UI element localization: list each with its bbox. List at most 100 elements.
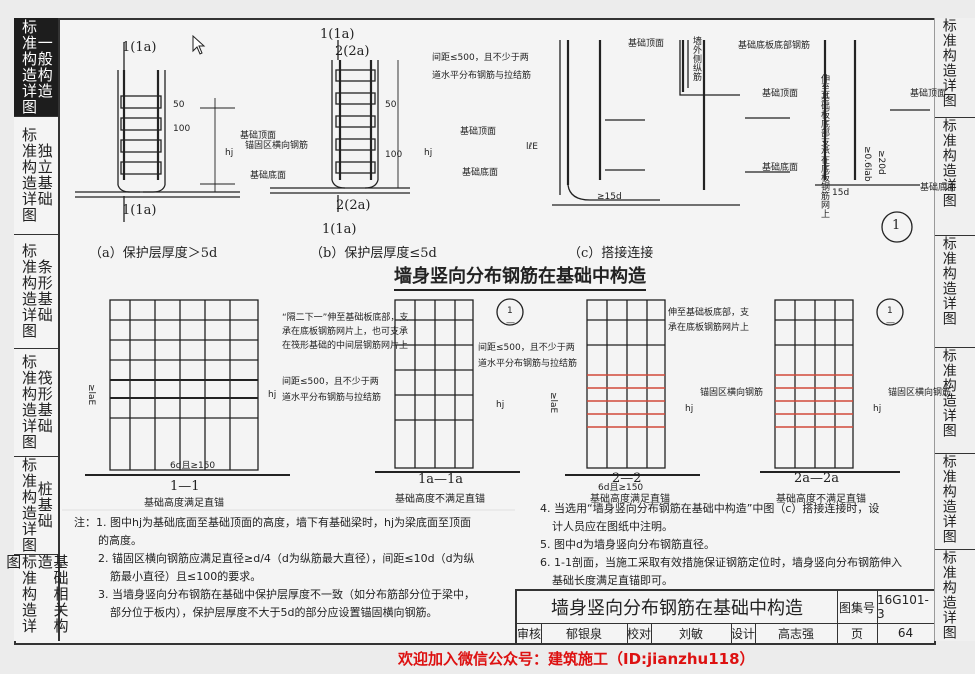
section-caption-2a: 基础高度不满足直锚 [776,494,866,505]
left-tab-general-sub: 标准构造详图 [20,19,38,115]
caption-a: （a）保护层厚度＞5d [89,246,218,261]
right-tab-2-label: 标准构造详图 [940,118,957,208]
left-tab-isolated-sub: 标准构造详图 [20,127,38,223]
caption-c: （c）搭接连接 [568,246,654,261]
section-caption-2: 基础高度满足直锚 [590,494,670,505]
right-tab-4[interactable]: 标准构造详图 [935,348,975,454]
dim-20d: ≥20d [876,150,886,175]
checker-name: 刘敏 [651,623,732,643]
note-extend-1: 伸至基础板底部，支 [668,308,750,318]
note-line-11: 基础长度满足直锚即可。 [552,574,673,587]
right-tab-3[interactable]: 标准构造详图 [935,236,975,348]
right-category-bar: 标准构造详图 标准构造详图 标准构造详图 标准构造详图 标准构造详图 标准构造详… [934,18,975,641]
footer-watermark: 欢迎加入微信公众号：建筑施工（ID:jianzhu118） [398,650,755,668]
title-block: 墙身竖向分布钢筋在基础中构造 图集号 16G101-3 审核 郁银泉 校对 刘敏… [515,589,934,643]
right-tab-5[interactable]: 标准构造详图 [935,454,975,550]
left-tab-strip-label: 条形基础 [35,259,54,323]
left-category-bar: 标准构造详图 一般构造 标准构造详图 独立基础 标准构造详图 条形基础 标准构造… [4,18,70,641]
sec-b-2-2a-top: 2(2a) [335,44,370,59]
left-tab-related[interactable]: 标准构造详图 基础相关构造 [4,554,69,641]
sec-b-2-2a-bottom: 2(2a) [336,198,371,213]
section-title-2a: 2a—2a [794,471,840,486]
label-found-top-c3: 基础顶面 [910,89,947,99]
atlas-label: 图集号 [837,591,878,624]
dim-50-a: 50 [173,100,185,110]
label-found-bottom-c: 基础底面 [762,163,799,173]
detail-a [75,42,240,222]
left-tab-pile[interactable]: 标准构造详图 桩基础 [14,456,58,555]
label-anchor-22: 锚固区横向钢筋 [700,388,764,398]
right-tab-4-label: 标准构造详图 [940,348,957,438]
dim-hj-22: hj [685,404,694,414]
note-line-1: 注：1. 图中hj为基础底面至基础顶面的高度，墙下有基础梁时，hj为梁底面至顶面 [74,516,472,529]
dim-100-b: 100 [385,150,403,160]
label-spacing-top-1: 间距≤500，且不少于两 [432,53,529,63]
signature-row: 审核 郁银泉 校对 刘敏 设计 高志强 页 64 [517,623,934,643]
label-found-bottom-b: 基础底面 [462,168,499,178]
note-line-3: 2. 锚固区横向钢筋应满足直径≥d/4（d为纵筋最大直径），间距≤10d（d为纵 [98,552,475,565]
dim-lle: lℓE [526,142,538,152]
left-tab-raft[interactable]: 标准构造详图 筏形基础 [14,348,58,457]
circle-1a-sub: — [506,318,515,328]
label-wall-vertical: 墙外侧纵筋 [691,36,701,81]
dim-50-b: 50 [385,100,397,110]
left-tab-related-sub: 标准构造详图 [4,554,38,634]
left-tab-strip[interactable]: 标准构造详图 条形基础 [14,234,58,349]
dim-15d-right: 15d [832,188,850,198]
label-found-top-c2: 基础顶面 [762,89,799,99]
section-1-1 [85,299,290,476]
page-no: 64 [897,626,914,640]
right-tab-6-label: 标准构造详图 [940,550,957,640]
dim-hj-11: hj [268,390,277,400]
label-found-bottom-c3: 基础底面 [920,183,957,193]
section-2a-2a [760,298,904,473]
page-label: 页 [837,623,878,643]
label-slab-bottom: 基础底板底部钢筋 [738,41,811,51]
left-tab-pile-label: 桩基础 [35,481,54,529]
right-tab-1-label: 标准构造详图 [940,18,957,108]
dim-6d-2: 6d且≥150 [598,483,644,493]
note-spacing-bl-2: 道水平分布钢筋与拉结筋 [282,393,382,403]
label-anchor-bar-a: 锚固区横向钢筋 [245,141,309,151]
left-tab-isolated-label: 独立基础 [35,143,54,207]
note-spacing-br-2: 道水平分布钢筋与拉结筋 [478,359,578,369]
dim-lae-2: ≥laE [548,392,558,414]
left-tab-raft-label: 筏形基础 [35,370,54,434]
notes-right: 4. 当选用“墙身竖向分布钢筋在基础中构造”中图（c）搭接连接时，设 计人员应在… [540,500,902,590]
note-line-8: 计人员应在图纸中注明。 [552,520,673,533]
right-tab-5-label: 标准构造详图 [940,454,957,544]
section-heading: 墙身竖向分布钢筋在基础中构造 [394,262,646,291]
left-tab-strip-sub: 标准构造详图 [20,243,38,339]
note-gexia-2: 承在底板钢筋网片上，也可支承 [282,327,409,337]
note-line-4: 筋最小直径）且≤100的要求。 [110,570,262,583]
left-tab-isolated[interactable]: 标准构造详图 独立基础 [14,116,58,235]
sec-1-1a-bottom: 1(1a) [122,203,157,218]
label-found-bottom-a: 基础底面 [250,171,287,181]
dim-hj-b: hj [424,148,433,158]
left-tab-general[interactable]: 标准构造详图 一般构造 [14,18,58,117]
right-tab-2[interactable]: 标准构造详图 [935,118,975,236]
notes-left: 注：1. 图中hj为基础底面至基础顶面的高度，墙下有基础梁时，hj为梁底面至顶面… [74,514,475,622]
section-2-2 [565,299,700,476]
section-caption-1a: 基础高度不满足直锚 [395,494,485,505]
label-found-top-a: 基础顶面 [240,131,277,141]
dim-6d-1: 6d且≥150 [170,461,216,471]
mouse-cursor-icon [192,35,206,55]
dim-hj-a: hj [225,148,234,158]
note-line-7: 4. 当选用“墙身竖向分布钢筋在基础中构造”中图（c）搭接连接时，设 [540,502,880,515]
left-tab-pile-sub: 标准构造详图 [20,457,38,553]
right-tab-6[interactable]: 标准构造详图 [935,550,975,641]
design-label: 设计 [731,623,756,643]
dim-hj-2a: hj [873,404,882,414]
reviewer-name: 郁银泉 [541,623,628,643]
circle-2a-sub: — [886,318,895,328]
right-tab-1[interactable]: 标准构造详图 [935,18,975,118]
sec-b-1-1a-top: 1(1a) [320,27,355,42]
note-gexia-3: 在筏形基础的中间层钢筋网片上 [282,341,409,351]
sec-b-1-1a-bottom: 1(1a) [322,222,357,237]
note-extend-2: 承在底板钢筋网片上 [668,323,750,333]
left-tab-general-label: 一般构造 [35,35,54,99]
note-gexia-1: “隔二下一”伸至基础板底部，支 [282,313,409,323]
note-line-9: 5. 图中d为墙身竖向分布钢筋直径。 [540,538,715,551]
